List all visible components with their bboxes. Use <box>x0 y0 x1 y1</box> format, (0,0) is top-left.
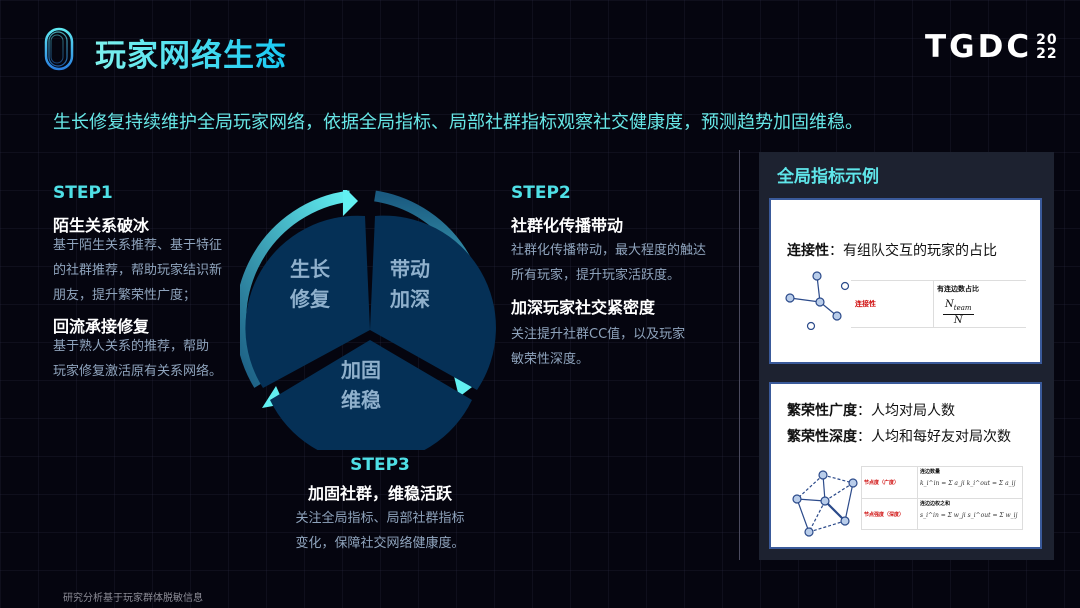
logo-year-top: 20 <box>1036 32 1058 48</box>
prosperity-row1-header: 连边数量 <box>920 469 941 475</box>
segment-stabilize <box>270 340 472 450</box>
tgdc-logo: TGDC 20 22 <box>925 27 1058 67</box>
step2-desc-1-line1: 社群化传播带动，最大程度的触达 <box>511 243 707 258</box>
connectivity-table: 连接性 有连边数占比 Nteam N <box>851 280 1026 328</box>
connectivity-definition: ：有组队交互的玩家的占比 <box>829 243 997 259</box>
segment-growth-line2: 修复 <box>289 287 331 311</box>
step1-block: STEP1 陌生关系破冰 基于陌生关系推荐、基于特征 的社群推荐，帮助玩家结识新… <box>53 183 253 384</box>
breadth-definition: ：人均对局人数 <box>857 403 955 419</box>
step2-block: STEP2 社群化传播带动 社群化传播带动，最大程度的触达 所有玩家，提升玩家活… <box>511 183 731 372</box>
step1-desc-2-line2: 玩家修复激活原有关系网络。 <box>53 364 223 379</box>
prosperity-table: 节点度（广度） 连边数量 k_i^in = Σ a_ji k_i^out = Σ… <box>861 466 1023 530</box>
vertical-divider <box>739 150 740 560</box>
connectivity-card: 连接性：有组队交互的玩家的占比 连接性 有连边数占比 Nteam N <box>769 198 1042 364</box>
connectivity-formula: Nteam N <box>943 299 974 326</box>
weighted-graph-icon <box>792 470 858 537</box>
segment-growth-line1: 生长 <box>290 257 331 281</box>
logo-year-bottom: 22 <box>1036 46 1058 62</box>
connectivity-term: 连接性 <box>787 243 829 259</box>
step2-desc-2-line1: 关注提升社群CC值，以及玩家 <box>511 327 686 342</box>
brand-ring-icon <box>44 27 74 71</box>
depth-term: 繁荣性深度 <box>787 429 857 445</box>
connectivity-graph-icon <box>785 271 850 330</box>
page-title: 玩家网络生态 <box>95 30 287 75</box>
step1-desc-1-line3: 朋友，提升繁荣性广度； <box>53 288 197 303</box>
arc-growth <box>240 190 351 388</box>
step3-label: STEP3 <box>350 455 410 475</box>
segment-drive <box>370 215 496 390</box>
footer-note: 研究分析基于玩家群体脱敏信息 <box>63 593 203 604</box>
segment-stabilize-line2: 维稳 <box>341 388 381 412</box>
subtitle: 生长修复持续维护全局玩家网络，依据全局指标、局部社群指标观察社交健康度，预测趋势… <box>53 112 863 133</box>
segment-drive-line2: 加深 <box>389 287 430 311</box>
step3-heading: 加固社群，维稳活跃 <box>307 484 452 503</box>
depth-definition: ：人均和每好友对局次数 <box>857 429 1011 445</box>
panel-title: 全局指标示例 <box>777 167 879 187</box>
step1-heading-2: 回流承接修复 <box>53 317 150 336</box>
cycle-diagram: 生长 修复 带动 加深 加固 维稳 <box>240 190 496 450</box>
step2-heading-2: 加深玩家社交紧密度 <box>511 298 656 317</box>
prosperity-row2-header: 连边边权之和 <box>920 501 951 507</box>
segment-growth <box>245 215 370 388</box>
step1-heading-1: 陌生关系破冰 <box>53 216 150 235</box>
step3-desc-line1: 关注全局指标、局部社群指标 <box>295 511 465 526</box>
step2-label: STEP2 <box>511 183 571 203</box>
step3-block: STEP3 加固社群，维稳活跃 关注全局指标、局部社群指标 变化，保障社交网络健… <box>260 455 500 556</box>
step3-desc-line2: 变化，保障社交网络健康度。 <box>295 536 465 551</box>
breadth-term: 繁荣性广度 <box>787 403 857 419</box>
prosperity-row1-label: 节点度（广度） <box>864 480 900 486</box>
step1-desc-1-line2: 的社群推荐，帮助玩家结识新 <box>53 263 223 278</box>
step1-desc-1-line1: 基于陌生关系推荐、基于特征 <box>53 238 223 253</box>
segment-stabilize-line1: 加固 <box>340 358 381 382</box>
segment-drive-line1: 带动 <box>390 257 430 281</box>
prosperity-row2-formula: s_i^in = Σ w_ji s_i^out = Σ w_ij <box>920 512 1018 519</box>
logo-text: TGDC <box>925 29 1033 65</box>
prosperity-row1-formula: k_i^in = Σ a_ji k_i^out = Σ a_ij <box>920 480 1016 487</box>
step1-label: STEP1 <box>53 183 113 203</box>
connectivity-row-label: 连接性 <box>855 300 876 308</box>
step2-desc-2-line2: 敏荣性深度。 <box>511 352 590 367</box>
step2-desc-1-line2: 所有玩家，提升玩家活跃度。 <box>511 268 681 283</box>
logo-year: 20 22 <box>1036 33 1057 61</box>
step1-desc-2-line1: 基于熟人关系的推荐，帮助 <box>53 339 210 354</box>
arrow-head-1 <box>343 190 358 216</box>
step2-heading-1: 社群化传播带动 <box>511 216 624 235</box>
prosperity-row2-label: 节点强度（深度） <box>864 512 905 518</box>
prosperity-card: 繁荣性广度：人均对局人数 繁荣性深度：人均和每好友对局次数 节点度（广度） 连边… <box>769 382 1042 549</box>
connectivity-col-header: 有连边数占比 <box>937 285 979 293</box>
